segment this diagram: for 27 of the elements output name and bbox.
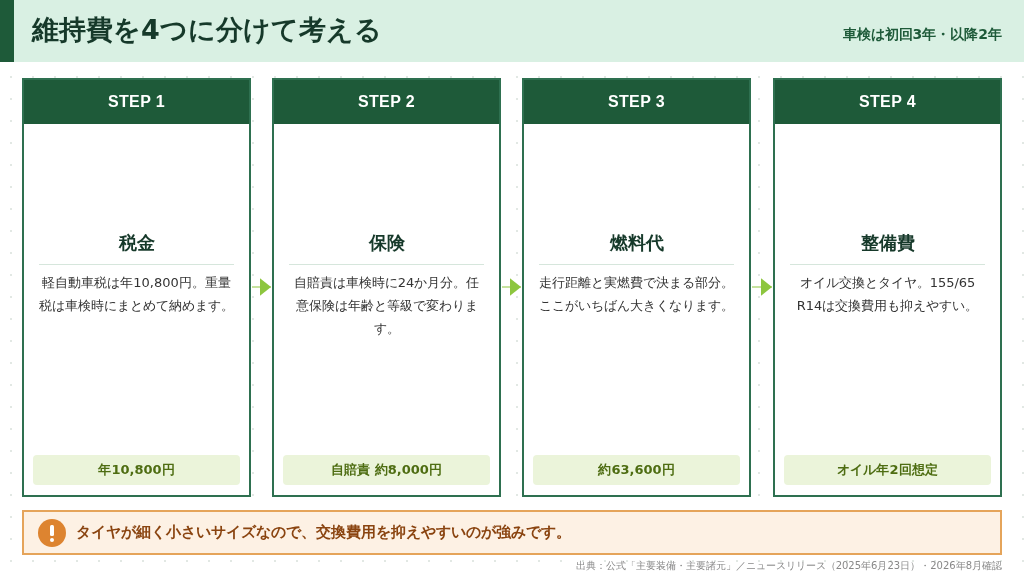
card-body: 自賠責は車検時に24か月分。任意保険は年齢と等級で変わります。 [292, 274, 481, 338]
step-card [272, 78, 501, 497]
card-body: オイル交換とタイヤ。155/65 R14は交換費用も抑えやすい。 [795, 274, 980, 315]
step-card [773, 78, 1002, 497]
amount-pill: 自賠責 約8,000円 [283, 455, 490, 485]
step-header: STEP 1 [24, 80, 249, 124]
inspection-note: 車検は初回3年・以降2年 [842, 25, 1002, 44]
card-body: 走行距離と実燃費で決まる部分。ここがいちばん大きくなります。 [538, 274, 735, 315]
step-header: STEP 4 [775, 80, 1000, 124]
amount-pill: 約63,600円 [533, 455, 740, 485]
callout-text: タイヤが細く小さいサイズなので、交換費用を抑えやすいのが強みです。 [76, 522, 571, 544]
arrow [751, 278, 773, 296]
arrow [501, 278, 522, 296]
amount-pill: 年10,800円 [33, 455, 240, 485]
step-header: STEP 2 [274, 80, 499, 124]
step-card [522, 78, 751, 497]
card-title: 整備費 [860, 231, 915, 255]
card-title: 保険 [368, 231, 405, 255]
step-card [22, 78, 251, 497]
step-header: STEP 3 [524, 80, 749, 124]
card-body: 軽自動車税は年10,800円。重量税は車検時にまとめて納めます。 [38, 274, 235, 315]
arrow [251, 278, 272, 296]
source-note: 出典：公式「主要装備・主要諸元」／ニュースリリース（2025年6月23日）・2026年8月確認 [575, 559, 1002, 573]
amount-pill: オイル年2回想定 [784, 455, 991, 485]
page-title: 維持費を4つに分けて考える [32, 13, 382, 47]
card-title: 燃料代 [609, 231, 664, 255]
card-title: 税金 [118, 231, 155, 255]
